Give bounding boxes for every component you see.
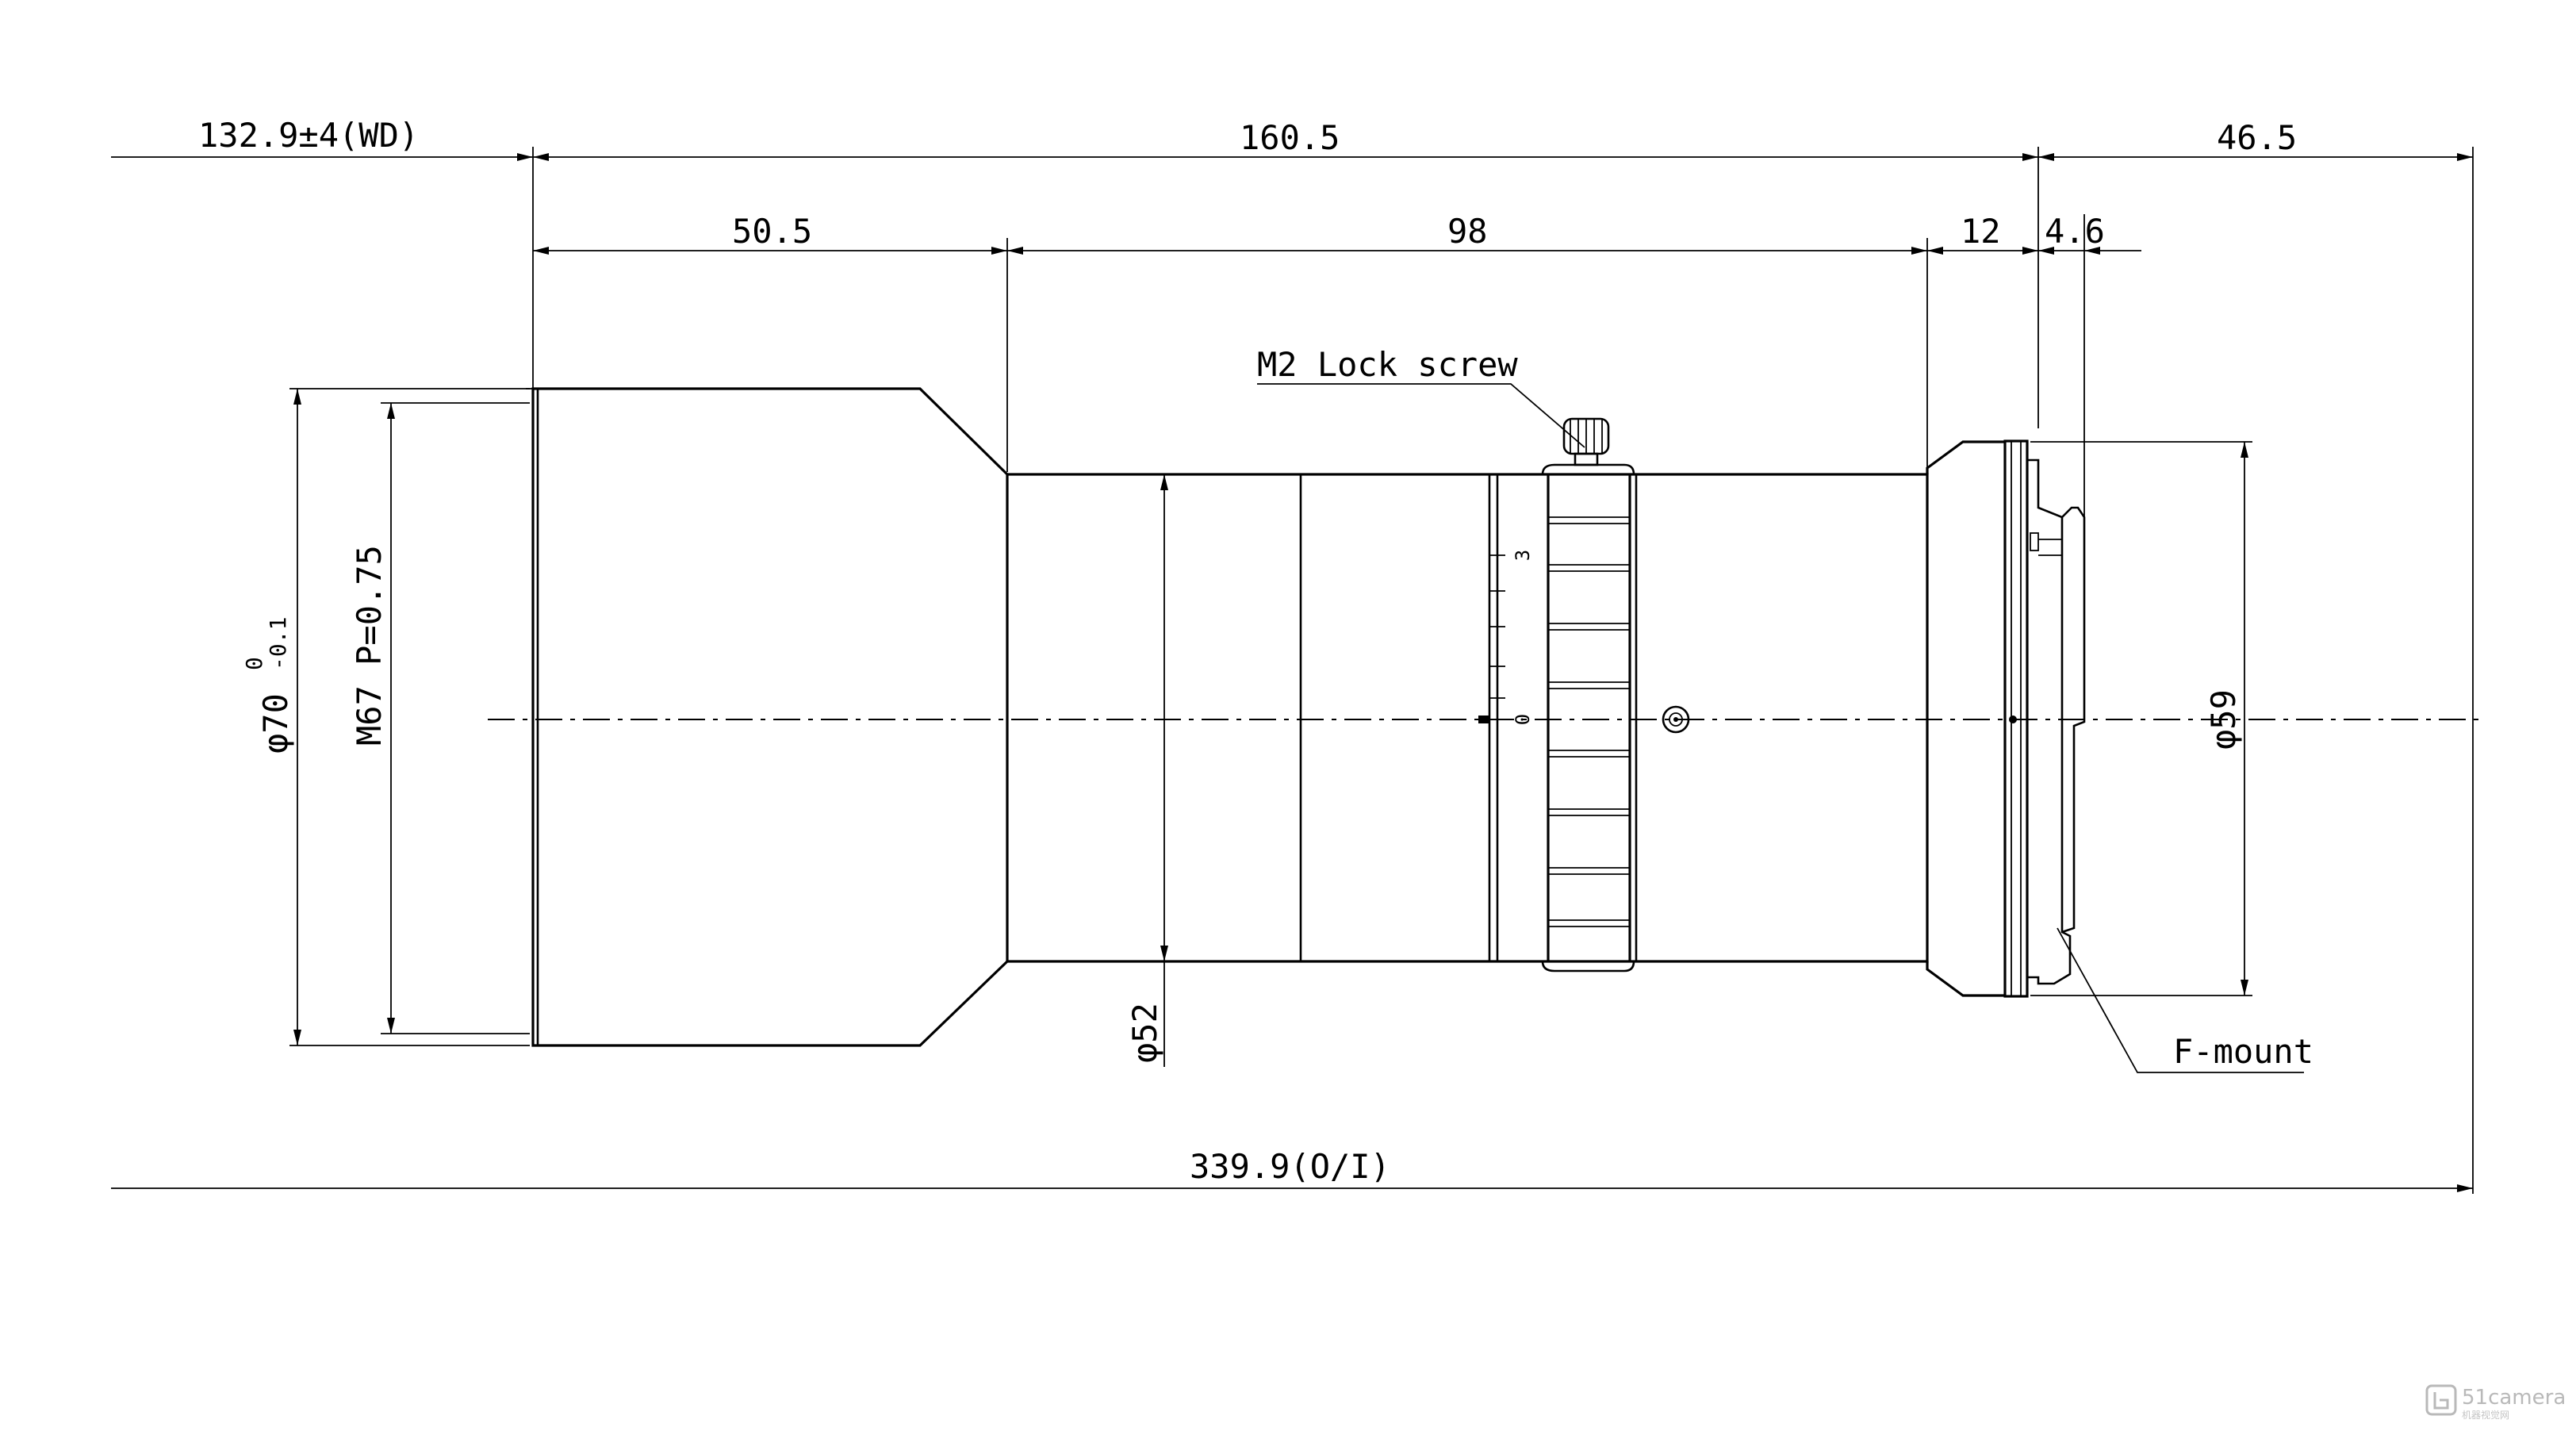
- lock-screw: [1562, 417, 1610, 466]
- label-lock-screw: M2 Lock screw: [1257, 345, 1518, 384]
- dim-lens-length: 160.5: [1240, 118, 1340, 157]
- main-barrel: [1007, 473, 1929, 963]
- watermark-text: 51camera: [2462, 1386, 2566, 1410]
- watermark-logo: 51camera 机器视觉网: [2425, 1384, 2566, 1421]
- dia-mount: φ59: [2204, 689, 2243, 750]
- dia-front-tol-upper: 0: [241, 657, 267, 670]
- extension-lines: [289, 147, 2474, 1194]
- dia-front-tol-lower: -0.1: [265, 617, 291, 670]
- watermark-subtext: 机器视觉网: [2462, 1409, 2509, 1421]
- dim-rear-length: 46.5: [2217, 118, 2297, 157]
- focus-ring: [1547, 474, 1631, 961]
- dim-overall-length: 339.9(O/I): [1190, 1147, 1390, 1186]
- dimension-lines: [111, 153, 2473, 1192]
- front-hood: [531, 387, 1009, 1047]
- dia-front-thread: M67 P=0.75: [350, 545, 389, 746]
- scale-mark-3: 3: [1512, 550, 1534, 561]
- focus-ring-knurl: [1548, 516, 1630, 927]
- leader-lines: [1257, 383, 2304, 1073]
- f-mount-bayonet: [2027, 458, 2072, 985]
- dim-working-distance: 132.9±4(WD): [198, 116, 419, 155]
- scale-mark-0: 0: [1512, 714, 1534, 725]
- rear-taper: [1926, 440, 2005, 997]
- dim-flange-section: 4.6: [2045, 212, 2105, 251]
- dim-front-section: 50.5: [732, 212, 812, 251]
- distance-scale: [1478, 554, 1505, 723]
- dim-barrel-section: 98: [1447, 212, 1488, 251]
- lens-body: 3 0: [526, 387, 2086, 1047]
- dia-front-outer: φ70: [256, 693, 295, 754]
- lock-screw-hole: [1662, 705, 1690, 734]
- dia-barrel: φ52: [1125, 1003, 1164, 1063]
- label-f-mount: F-mount: [2173, 1032, 2313, 1071]
- dim-mount-section: 12: [1961, 212, 2001, 251]
